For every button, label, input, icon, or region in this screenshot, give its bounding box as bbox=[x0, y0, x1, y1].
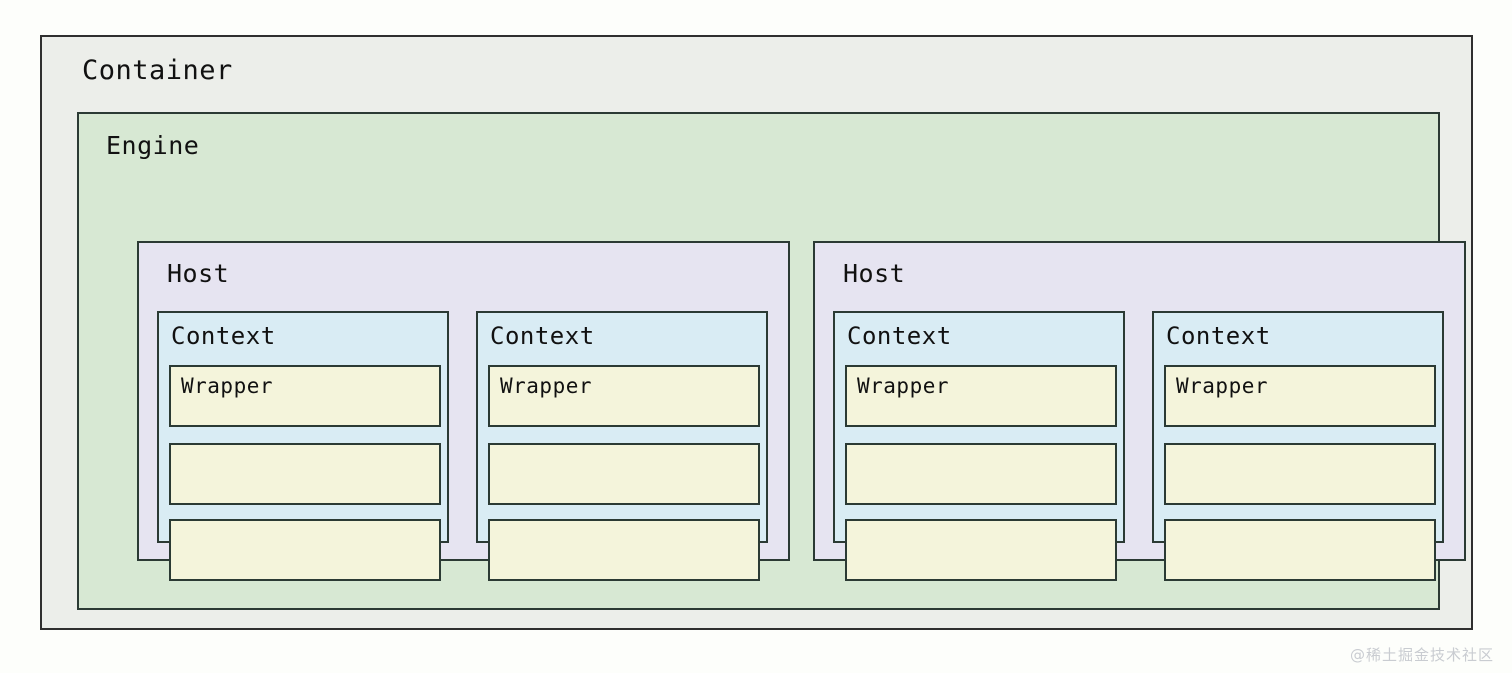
context-label: Context bbox=[490, 322, 595, 350]
watermark: @稀土掘金技术社区 bbox=[1349, 646, 1494, 664]
context-block: Context Wrapper bbox=[1152, 311, 1444, 581]
wrapper-block: Wrapper bbox=[1164, 365, 1436, 427]
wrapper-block bbox=[488, 519, 760, 581]
wrapper-block: Wrapper bbox=[845, 365, 1117, 427]
engine-block: Engine Host Context Wrapper bbox=[77, 112, 1466, 610]
context-block: Context Wrapper bbox=[833, 311, 1125, 581]
wrapper-block bbox=[845, 519, 1117, 581]
wrapper-label: Wrapper bbox=[500, 374, 593, 398]
host-block: Host Context Wrapper Context bbox=[137, 241, 790, 581]
context-label: Context bbox=[171, 322, 276, 350]
context-block: Context Wrapper bbox=[157, 311, 449, 581]
wrapper-block bbox=[845, 443, 1117, 505]
wrapper-block bbox=[1164, 443, 1436, 505]
host-label: Host bbox=[167, 259, 230, 288]
wrapper-label: Wrapper bbox=[181, 374, 274, 398]
engine-label: Engine bbox=[106, 131, 200, 160]
wrapper-label: Wrapper bbox=[1176, 374, 1269, 398]
wrapper-block bbox=[169, 443, 441, 505]
wrapper-block: Wrapper bbox=[169, 365, 441, 427]
host-block: Host Context Wrapper Context bbox=[813, 241, 1466, 581]
context-block: Context Wrapper bbox=[476, 311, 768, 581]
context-label: Context bbox=[847, 322, 952, 350]
wrapper-block: Wrapper bbox=[488, 365, 760, 427]
wrapper-block bbox=[488, 443, 760, 505]
host-label: Host bbox=[843, 259, 906, 288]
context-label: Context bbox=[1166, 322, 1271, 350]
wrapper-block bbox=[1164, 519, 1436, 581]
container-label: Container bbox=[82, 55, 233, 86]
container-block: Container Engine Host Context Wrapper bbox=[40, 35, 1473, 630]
wrapper-block bbox=[169, 519, 441, 581]
wrapper-label: Wrapper bbox=[857, 374, 950, 398]
